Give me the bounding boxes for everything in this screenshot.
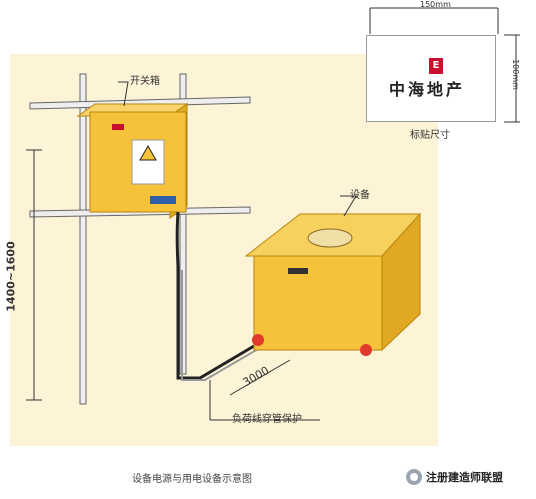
- leader-lines: [26, 7, 520, 421]
- height-dimension: 1400~1600: [4, 241, 18, 312]
- sticker-card: E 中海地产: [366, 35, 496, 122]
- watermark-icon: [406, 469, 422, 485]
- cable-conduit: [181, 270, 259, 381]
- equipment-machine: [244, 212, 422, 356]
- sticker-size-label: 标贴尺寸: [410, 130, 450, 141]
- switch-box-label: 开关箱: [130, 76, 160, 87]
- diagram-caption: 设备电源与用电设备示意图: [132, 474, 252, 485]
- watermark-label: 注册建造师联盟: [426, 471, 503, 484]
- cable: [175, 211, 255, 380]
- equipment-label: 设备: [350, 190, 370, 201]
- logo-mark: E: [429, 58, 443, 74]
- switch-box: [76, 103, 189, 219]
- logo-text: 中海地产: [389, 80, 466, 99]
- width-dimension: 150mm: [420, 0, 451, 9]
- cable-protection-label: 负荷线穿管保护: [232, 414, 302, 425]
- side-dimension: 100mm: [510, 59, 520, 90]
- watermark: 注册建造师联盟: [406, 466, 503, 488]
